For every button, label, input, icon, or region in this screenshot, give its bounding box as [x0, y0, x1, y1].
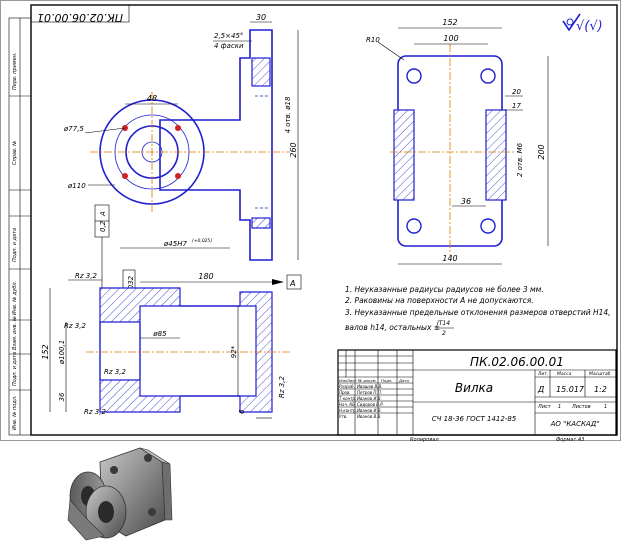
bore-fit-tol: (+0,025)	[192, 238, 212, 244]
tb-sheets-num: 1	[604, 404, 607, 410]
tb-person: Иванов И.В.	[357, 396, 382, 401]
section-view: 0,2 А ø45H7 (+0,025) 0,032 180 А Rz 3,2 …	[41, 204, 302, 419]
datum: А	[289, 279, 295, 288]
tb-hdr-lit: Лит.	[537, 371, 548, 377]
isometric-preview	[67, 447, 173, 541]
tb-role: Нач. КБ	[339, 402, 355, 407]
tb-role: Н.контр.	[339, 408, 357, 413]
strip-label: Подп. и дата	[12, 352, 18, 386]
tol-frame-1: 0,2	[99, 220, 107, 232]
note-1: 1. Неуказанные радиусы радиусов не более…	[345, 285, 544, 294]
title-block: ПК.02.06.00.01 Вилка СЧ 18-36 ГОСТ 1412-…	[337, 349, 617, 443]
strip-label: Инв. № подл.	[12, 396, 18, 431]
dim-width: 30	[256, 13, 266, 22]
tb-format: Формат А3	[556, 437, 584, 443]
side-dim-100: 100	[443, 34, 458, 43]
note-4: валов h14, остальных ±	[345, 323, 440, 332]
tb-sheet-num: 1	[558, 404, 561, 410]
tb-role: Пров.	[339, 390, 351, 395]
note-fraction-num: IT14	[437, 320, 450, 327]
left-strip: Перв. примен. Справ. № Подп. и дата Инв.…	[8, 17, 32, 436]
tb-designation: ПК.02.06.00.01	[470, 355, 564, 369]
dim-48: 48	[147, 94, 157, 103]
note-3: 3. Неуказанные предельные отклонения раз…	[345, 308, 611, 317]
dim-d85: ø85	[152, 330, 167, 338]
dim-92: 92*	[230, 345, 238, 358]
tb-name: Вилка	[455, 381, 493, 395]
tb-col: Изм.	[339, 378, 348, 383]
side-dim-20: 20	[512, 88, 521, 96]
side-dim-17: 17	[512, 102, 521, 110]
side-dim-140: 140	[442, 254, 457, 263]
tb-role: Разраб.	[339, 384, 355, 389]
side-radius: R10	[366, 36, 380, 44]
runout: 0,032	[127, 275, 135, 296]
tb-person: Иванов В.В.	[357, 414, 382, 419]
dim-chamfer: 2,5×45°	[214, 32, 243, 40]
strip-label: Справ. №	[12, 141, 18, 165]
side-dim-36: 36	[461, 197, 471, 206]
bore-fit: ø45H7	[163, 240, 187, 248]
roughness-4: Rz 3,2	[84, 408, 106, 416]
dim-260: 260	[289, 142, 298, 157]
tb-col: № докум.	[357, 378, 377, 383]
tb-person: Сидоров В.Р.	[357, 402, 384, 407]
tb-sheet: Лист	[537, 404, 552, 410]
strip-label: Взам. инв. №	[12, 316, 18, 350]
strip-label: Инв. № дубл.	[12, 281, 18, 315]
designation-mirrored: ПК.02.06.00.01	[37, 11, 123, 24]
tb-copied: Копировал	[410, 437, 439, 443]
front-view: 30 2,5×45° 4 фаски 48 ø77,5 ø110 260 4 о…	[63, 13, 299, 261]
tb-role: Утв.	[339, 414, 347, 419]
dim-d110: ø110	[67, 182, 86, 190]
side-thread: 2 отв. М6	[516, 142, 524, 177]
tb-role: Т.контр.	[339, 396, 356, 401]
sheet-border	[0, 0, 621, 441]
strip-label: Перв. примен.	[12, 52, 18, 90]
roughness-1: Rz 3,2	[75, 272, 97, 280]
tb-col: Лист	[346, 378, 357, 383]
side-dim-200: 200	[537, 144, 546, 159]
tb-material: СЧ 18-36 ГОСТ 1412-85	[432, 415, 517, 423]
tb-person: Петров П.П.	[357, 390, 382, 395]
tb-sheets: Листов	[571, 404, 591, 410]
note-fraction-den: 2	[442, 330, 446, 337]
roughness-5: Rz 3,2	[278, 376, 286, 398]
tb-hdr-scale: Масштаб	[589, 371, 611, 377]
tb-lit: Д	[537, 385, 544, 394]
dim-d1001: ø100,1	[58, 340, 66, 365]
roughness-2: Rz 3,2	[64, 322, 86, 330]
dim-chamfer-note: 4 фаски	[214, 42, 244, 50]
technical-notes: 1. Неуказанные радиусы радиусов не более…	[345, 285, 611, 337]
note-2: 2. Раковины на поверхности А не допускаю…	[345, 296, 534, 305]
tol-frame-2: А	[99, 211, 107, 217]
side-view: 152 100 R10 20 17 200 2 отв. М6 36 140	[366, 18, 549, 265]
designation-box	[30, 4, 130, 23]
dim-180: 180	[198, 272, 213, 281]
tb-hdr-mass: Масса	[557, 371, 572, 377]
tb-person: Ивашов В.В.	[357, 384, 383, 389]
tb-scale: 1:2	[594, 385, 607, 394]
tb-col: Подп.	[381, 378, 393, 383]
roughness-3: Rz 3,2	[104, 368, 126, 376]
tb-mass: 15.017	[556, 385, 585, 394]
dim-section-36: 36	[58, 392, 66, 401]
roughness-symbol: √(√)	[562, 13, 603, 34]
dim-section-152: 152	[41, 344, 50, 359]
strip-label: Подп. и дата	[12, 228, 18, 262]
tb-org: АО "КАСКАД"	[550, 420, 600, 428]
roughness-symbol-text: √(√)	[576, 19, 603, 34]
dim-6: 6	[238, 409, 246, 414]
tb-person: Иванов И.В.	[357, 408, 382, 413]
dim-holes: 4 отв. ø18	[284, 96, 292, 133]
side-dim-152: 152	[442, 18, 457, 27]
dim-d775: ø77,5	[63, 125, 84, 133]
tb-col: Дата	[398, 378, 410, 383]
